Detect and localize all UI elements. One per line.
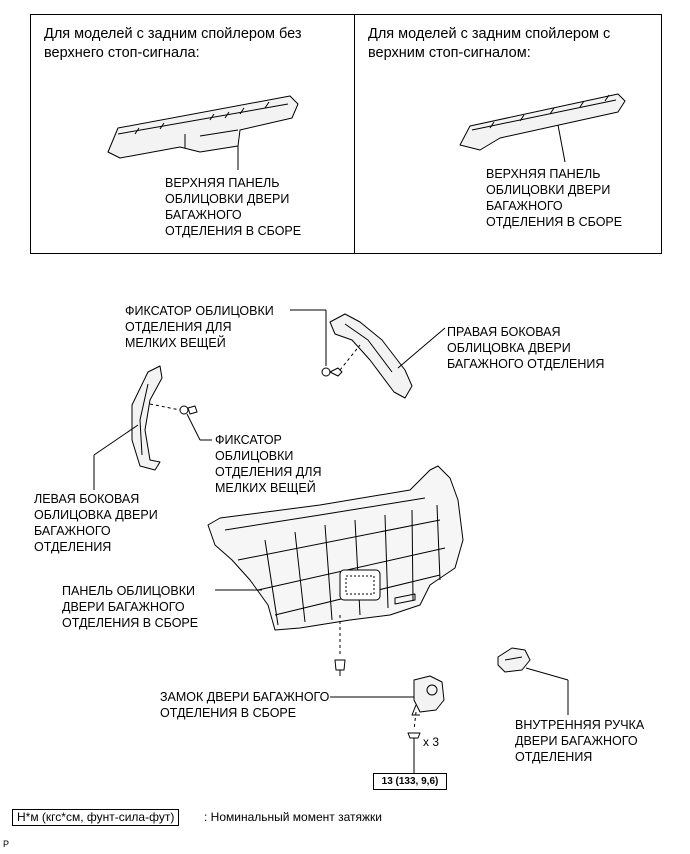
retainer-top-dashed xyxy=(339,344,361,371)
left-side-trim-leader-a xyxy=(93,424,139,456)
trim-panel-label: ПАНЕЛЬ ОБЛИЦОВКИ ДВЕРИ БАГАЖНОГО ОТДЕЛЕН… xyxy=(62,584,199,630)
retainer-mid-leader-a xyxy=(186,413,201,441)
upper-panel-left-icon xyxy=(107,95,299,159)
inner-handle-leader-a xyxy=(525,667,569,681)
upper-panel-right-icon xyxy=(459,93,626,151)
torque-spec: 13 (133, 9,6) xyxy=(373,773,447,790)
retainer-top-icon xyxy=(321,367,343,377)
right-upper-leader xyxy=(557,124,566,163)
right-side-trim-leader xyxy=(397,327,446,369)
right-side-trim-icon xyxy=(329,313,413,399)
variant-divider xyxy=(354,14,355,254)
lock-label: ЗАМОК ДВЕРИ БАГАЖНОГО ОТДЕЛЕНИЯ В СБОРЕ xyxy=(160,690,330,720)
retainer-mid-label: ФИКСАТОР ОБЛИЦОВКИ ОТДЕЛЕНИЯ ДЛЯ МЕЛКИХ … xyxy=(215,433,322,495)
left-variant-header: Для моделей с задним спойлером без верхн… xyxy=(44,26,302,61)
retainer-mid-icon xyxy=(179,405,198,415)
right-upper-panel-label: ВЕРХНЯЯ ПАНЕЛЬ ОБЛИЦОВКИ ДВЕРИ БАГАЖНОГО… xyxy=(486,167,623,229)
lock-assembly-icon xyxy=(411,675,445,716)
left-side-trim-icon xyxy=(131,365,163,471)
torque-legend-text: : Номинальный момент затяжки xyxy=(204,810,382,824)
left-side-trim-label: ЛЕВАЯ БОКОВАЯ ОБЛИЦОВКА ДВЕРИ БАГАЖНОГО … xyxy=(34,492,158,554)
right-variant-header: Для моделей с задним спойлером с верхним… xyxy=(368,26,611,61)
corner-mark: P xyxy=(3,839,10,849)
bolt-count: x 3 xyxy=(423,735,440,749)
retainer-mid-dashed xyxy=(149,403,181,411)
inner-handle-icon xyxy=(497,647,531,673)
left-upper-panel-label: ВЕРХНЯЯ ПАНЕЛЬ ОБЛИЦОВКИ ДВЕРИ БАГАЖНОГО… xyxy=(165,176,302,238)
trim-panel-icon xyxy=(207,465,464,631)
right-side-trim-label: ПРАВАЯ БОКОВАЯ ОБЛИЦОВКА ДВЕРИ БАГАЖНОГО… xyxy=(447,325,605,371)
torque-legend-box: Н*м (кгс*см, фунт-сила-фут) xyxy=(12,809,180,826)
variant-frame xyxy=(30,14,662,254)
bolt-icon xyxy=(407,732,421,748)
retainer-top-label: ФИКСАТОР ОБЛИЦОВКИ ОТДЕЛЕНИЯ ДЛЯ МЕЛКИХ … xyxy=(125,304,274,350)
inner-handle-label: ВНУТРЕННЯЯ РУЧКА ДВЕРИ БАГАЖНОГО ОТДЕЛЕН… xyxy=(515,718,645,764)
panel-clip-icon xyxy=(334,659,346,676)
